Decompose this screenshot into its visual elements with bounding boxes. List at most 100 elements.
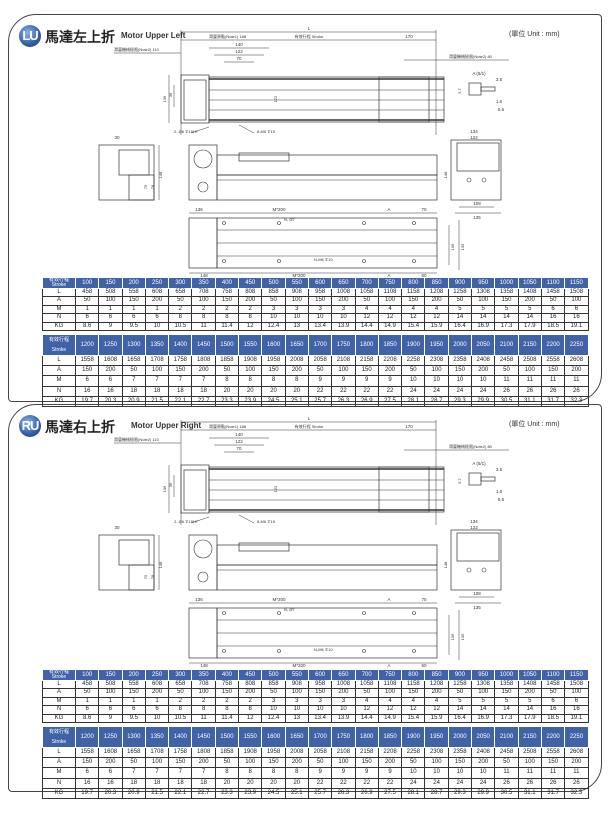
table-cell: 908 xyxy=(284,287,309,298)
dimension-label: 60 xyxy=(421,273,427,278)
table-cell: 11 xyxy=(540,375,566,387)
stroke-cell: 2050 xyxy=(471,726,496,748)
dimension-label: N- Ø7 xyxy=(284,217,295,222)
table-cell: 10 xyxy=(471,767,496,779)
table-cell: 200 xyxy=(144,296,170,306)
outline xyxy=(238,542,290,552)
hole xyxy=(277,649,281,653)
stroke-cell: 1300 xyxy=(121,334,146,356)
table-cell: 24 xyxy=(424,385,449,397)
table-cell: 150 xyxy=(354,365,379,377)
dimension-label: 122 xyxy=(235,439,243,444)
table-cell: 1708 xyxy=(144,746,170,759)
table-cell: 50 xyxy=(494,757,519,769)
unit-label: (單位 Unit : mm) xyxy=(509,31,560,38)
hole xyxy=(222,649,226,653)
dimension-label: 170 xyxy=(405,34,413,39)
stroke-cell: 1700 xyxy=(307,334,333,356)
header-label: 有效行程 Stroke xyxy=(42,334,76,356)
table-cell: 150 xyxy=(307,296,333,306)
table-cell: 19.1 xyxy=(564,713,589,724)
hole xyxy=(277,221,281,225)
row-label: N xyxy=(42,705,76,715)
table-cell: 26.9 xyxy=(354,787,379,800)
table-cell: 8 xyxy=(261,767,286,779)
stroke-cell: 2100 xyxy=(494,334,519,356)
hole xyxy=(222,221,226,225)
table-cell: 14 xyxy=(494,313,519,323)
dimension-label: 36 xyxy=(168,92,173,97)
table-cell: 4 xyxy=(354,304,379,315)
table-cell: 13.4 xyxy=(307,321,333,332)
table-cell: 2408 xyxy=(471,746,496,759)
table-cell: 50 xyxy=(121,757,146,769)
stroke-cell: 450 xyxy=(238,277,263,289)
table-cell: 11 xyxy=(191,321,216,332)
dimension-label: N- Ø7 xyxy=(284,607,295,612)
stroke-cell: 2100 xyxy=(494,726,519,748)
table-cell: 21.5 xyxy=(144,787,170,800)
table-cell: 50 xyxy=(447,688,473,698)
dimension-label: 78 xyxy=(150,574,155,579)
dimension-label: 170 xyxy=(405,424,413,429)
table-cell: 4 xyxy=(377,696,403,707)
table-cell: 1758 xyxy=(168,746,193,759)
dimension-label: 滑臺機械極限(Note2) 80 xyxy=(449,53,493,59)
outline xyxy=(378,76,430,123)
outline xyxy=(208,76,445,123)
stroke-cell: 1000 xyxy=(494,669,519,681)
line xyxy=(190,516,210,524)
stroke-cell: 350 xyxy=(191,669,216,681)
table-cell: 608 xyxy=(144,287,170,298)
table-cell: 8 xyxy=(284,375,309,387)
table-cell: 7 xyxy=(121,375,146,387)
table-cell: 1208 xyxy=(424,287,449,298)
table-cell: 16 xyxy=(74,385,100,397)
table-cell: 50 xyxy=(74,688,100,698)
dimension-label: 30 xyxy=(114,525,120,530)
table-cell: 10 xyxy=(307,705,333,715)
hole xyxy=(412,259,416,263)
table-cell: 9.5 xyxy=(121,321,146,332)
row-label: N xyxy=(42,385,76,397)
table-cell: 22 xyxy=(354,385,379,397)
stroke-cell: 200 xyxy=(121,277,146,289)
table-cell: 100 xyxy=(144,757,170,769)
dimension-label: 136 xyxy=(195,597,203,602)
table-cell: 16.4 xyxy=(447,713,473,724)
stroke-cell: 1750 xyxy=(331,334,356,356)
dimension-label: 136 xyxy=(162,485,167,492)
table-cell: 558 xyxy=(121,287,146,298)
outline xyxy=(216,544,438,566)
table-cell: 8 xyxy=(238,375,263,387)
table-cell: 23.9 xyxy=(238,787,263,800)
table-cell: 508 xyxy=(98,287,123,298)
row-label: KG xyxy=(42,787,76,800)
dimension-label: 滑臺原點(Note1) 188 xyxy=(209,423,247,429)
row-label: L xyxy=(42,354,76,367)
table-cell: 1008 xyxy=(331,287,356,298)
table-cell: 22.1 xyxy=(168,787,193,800)
table-cell: 8 xyxy=(191,313,216,323)
table-cell: 29.9 xyxy=(471,787,496,800)
dimension-label: 148 xyxy=(443,171,448,178)
stroke-cell: 1850 xyxy=(377,334,403,356)
dimension-label: 5.7 xyxy=(457,477,462,483)
table-cell: 150 xyxy=(540,365,566,377)
line xyxy=(238,124,255,134)
table-cell: 10.5 xyxy=(168,713,193,724)
table-cell: 50 xyxy=(214,757,240,769)
stroke-cell: 1000 xyxy=(494,277,519,289)
table-cell: 16 xyxy=(98,777,123,789)
table-cell: 100 xyxy=(98,688,123,698)
table-cell: 18 xyxy=(144,777,170,789)
stroke-cell: 2150 xyxy=(517,726,542,748)
hole xyxy=(412,221,416,225)
stroke-cell: 150 xyxy=(98,669,123,681)
dimension-label: 滑臺機械極限(Note2) 110 xyxy=(114,436,160,442)
